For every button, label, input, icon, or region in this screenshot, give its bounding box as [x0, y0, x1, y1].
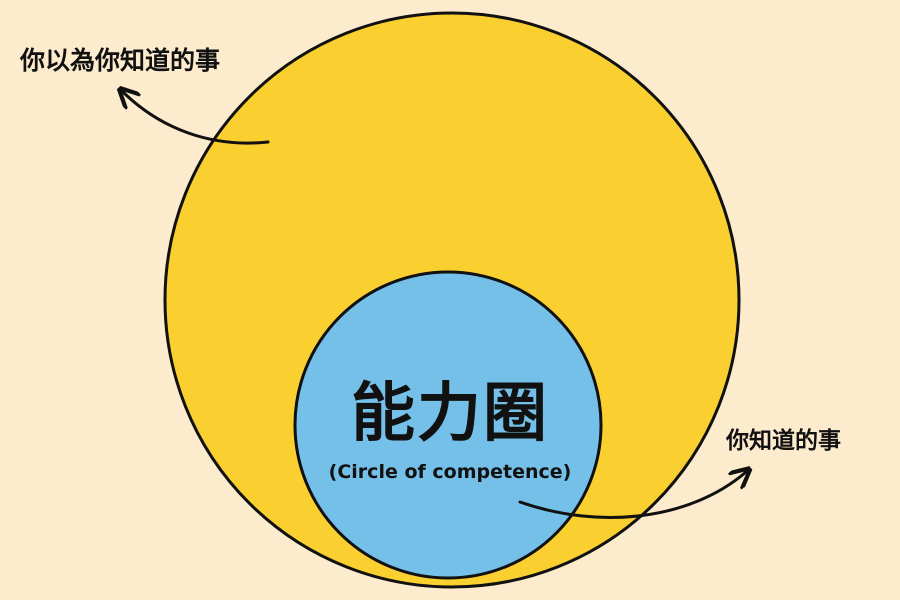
circle-of-competence-subtitle: (Circle of competence) [328, 461, 572, 483]
inner-circle-label: 你知道的事 [726, 428, 841, 454]
inner-label-arrow [518, 472, 746, 519]
inner-circle [293, 270, 603, 580]
outer-circle-label: 你以為你知道的事 [20, 46, 221, 75]
circle-of-competence-title: 能力圈 [351, 377, 549, 451]
outer-label-arrow [123, 92, 270, 145]
